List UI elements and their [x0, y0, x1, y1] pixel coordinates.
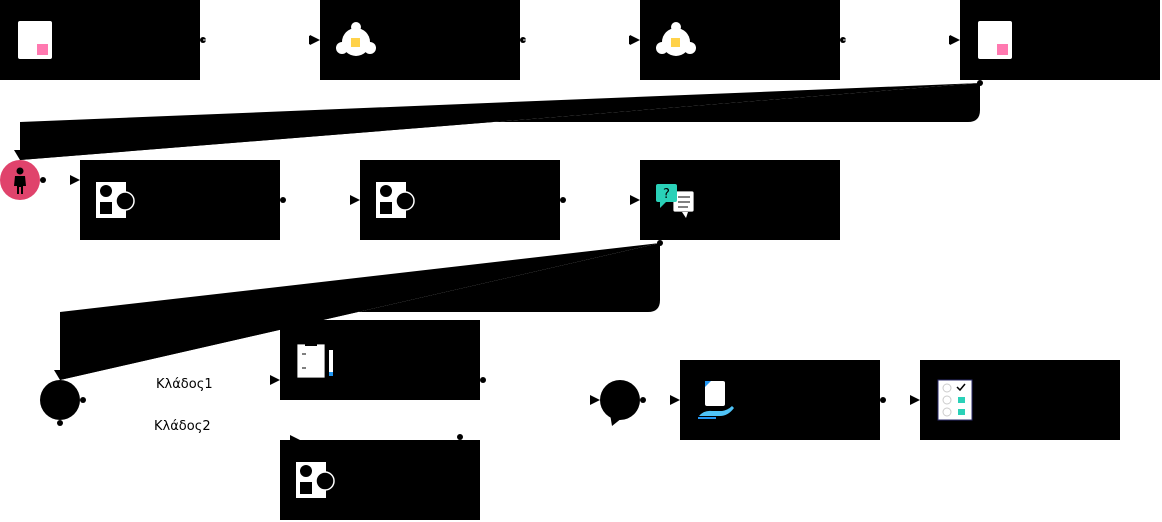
edge-merge-n10	[640, 395, 680, 405]
edge-n10-n11	[880, 395, 920, 405]
task-node-shapes-1[interactable]	[80, 160, 280, 240]
person-icon	[14, 167, 26, 194]
edge-n5-n6	[280, 195, 360, 205]
edge-gateway-n8	[80, 375, 280, 403]
checklist-icon	[937, 379, 973, 421]
edge-n4-start	[14, 80, 983, 160]
edge-start-n5	[40, 175, 80, 185]
task-node-clipboard[interactable]	[280, 320, 480, 400]
task-node-cloud-2[interactable]	[640, 0, 840, 80]
hand-document-icon	[698, 381, 734, 419]
question-chat-icon: ?	[656, 184, 695, 218]
svg-text:?: ?	[663, 187, 670, 202]
edge-n2-n3	[520, 35, 638, 45]
arrowhead-n2	[310, 35, 320, 45]
arrowhead-n3	[630, 35, 640, 45]
edge-n8-merge	[480, 377, 600, 405]
task-node-question-chat[interactable]: ?	[640, 160, 840, 240]
shapes-icon	[296, 462, 335, 498]
edge-n6-n7	[560, 195, 640, 205]
document-icon	[18, 21, 52, 59]
document-icon	[978, 21, 1012, 59]
shapes-icon	[376, 182, 415, 218]
cloud-icon	[656, 22, 696, 56]
edge-n9-merge	[457, 434, 463, 440]
merge-gateway[interactable]	[600, 380, 642, 428]
clipboard-icon	[296, 341, 333, 379]
arrowhead-n4	[950, 35, 960, 45]
start-event[interactable]	[0, 160, 40, 200]
edge-n3-n4	[840, 35, 958, 45]
split-gateway[interactable]	[40, 380, 80, 420]
branch-2-label: Κλάδος2	[154, 419, 211, 434]
edge-n7-gateway	[54, 240, 663, 380]
shapes-icon	[96, 182, 135, 218]
task-node-document-1[interactable]	[0, 0, 200, 80]
task-node-shapes-3[interactable]	[280, 440, 480, 520]
task-node-shapes-2[interactable]	[360, 160, 560, 240]
cloud-icon	[336, 22, 376, 56]
task-node-hand-document[interactable]	[680, 360, 880, 440]
branch-1-label: Κλάδος1	[156, 377, 213, 392]
edge-n1-n2	[200, 35, 318, 45]
task-node-document-2[interactable]	[960, 0, 1160, 80]
task-node-cloud-1[interactable]	[320, 0, 520, 80]
task-node-checklist[interactable]	[920, 360, 1120, 440]
